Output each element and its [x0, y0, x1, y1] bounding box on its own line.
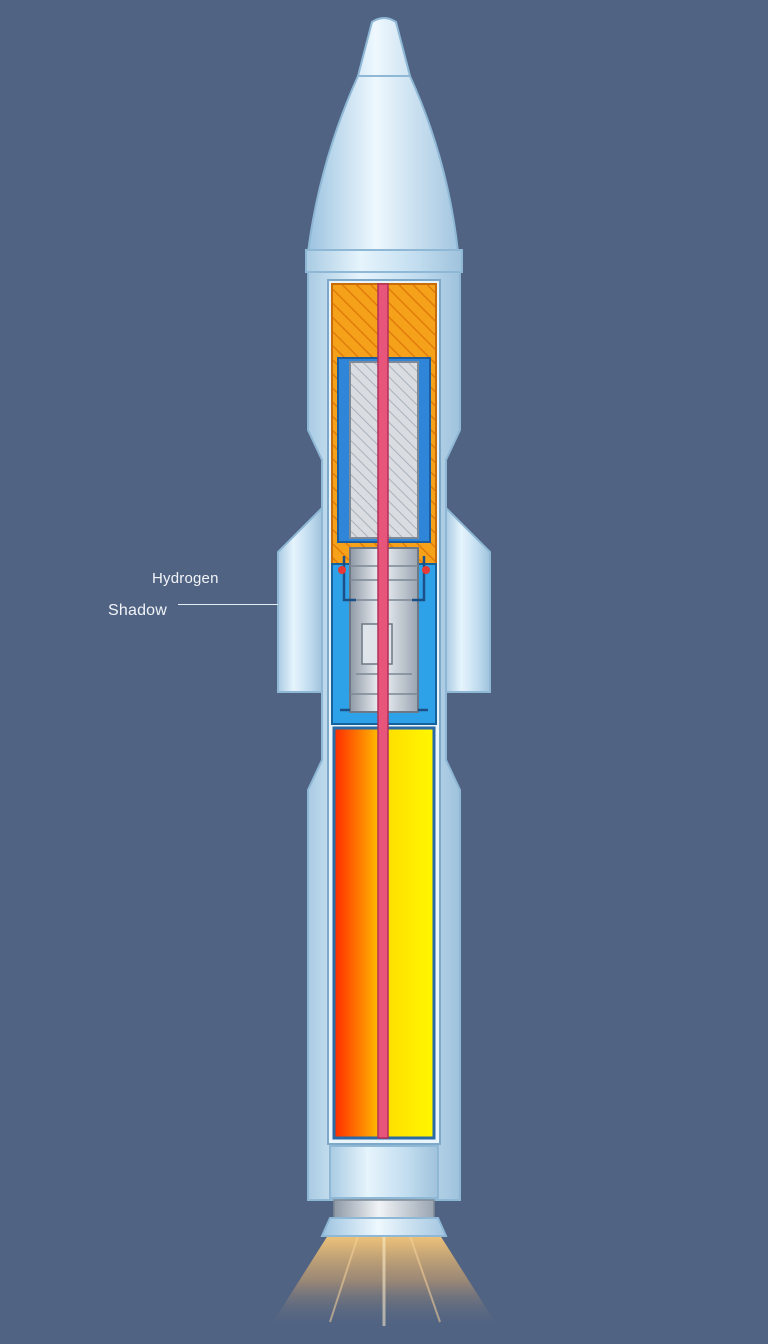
nozzle — [320, 1217, 448, 1237]
valve-right — [422, 566, 430, 574]
nose-collar — [305, 249, 463, 273]
shadow-label: Shadow — [108, 602, 168, 619]
left-fin — [277, 505, 323, 693]
hydrogen-label: Hydrogen — [152, 570, 219, 587]
nozzle-mount — [333, 1199, 435, 1219]
aft-bay — [329, 1145, 439, 1199]
feed-line — [377, 283, 389, 1139]
plume-streaks — [329, 1235, 441, 1326]
leader-line — [178, 604, 278, 605]
valve-left — [338, 566, 346, 574]
right-fin — [445, 505, 491, 693]
nose-cone — [306, 17, 460, 253]
